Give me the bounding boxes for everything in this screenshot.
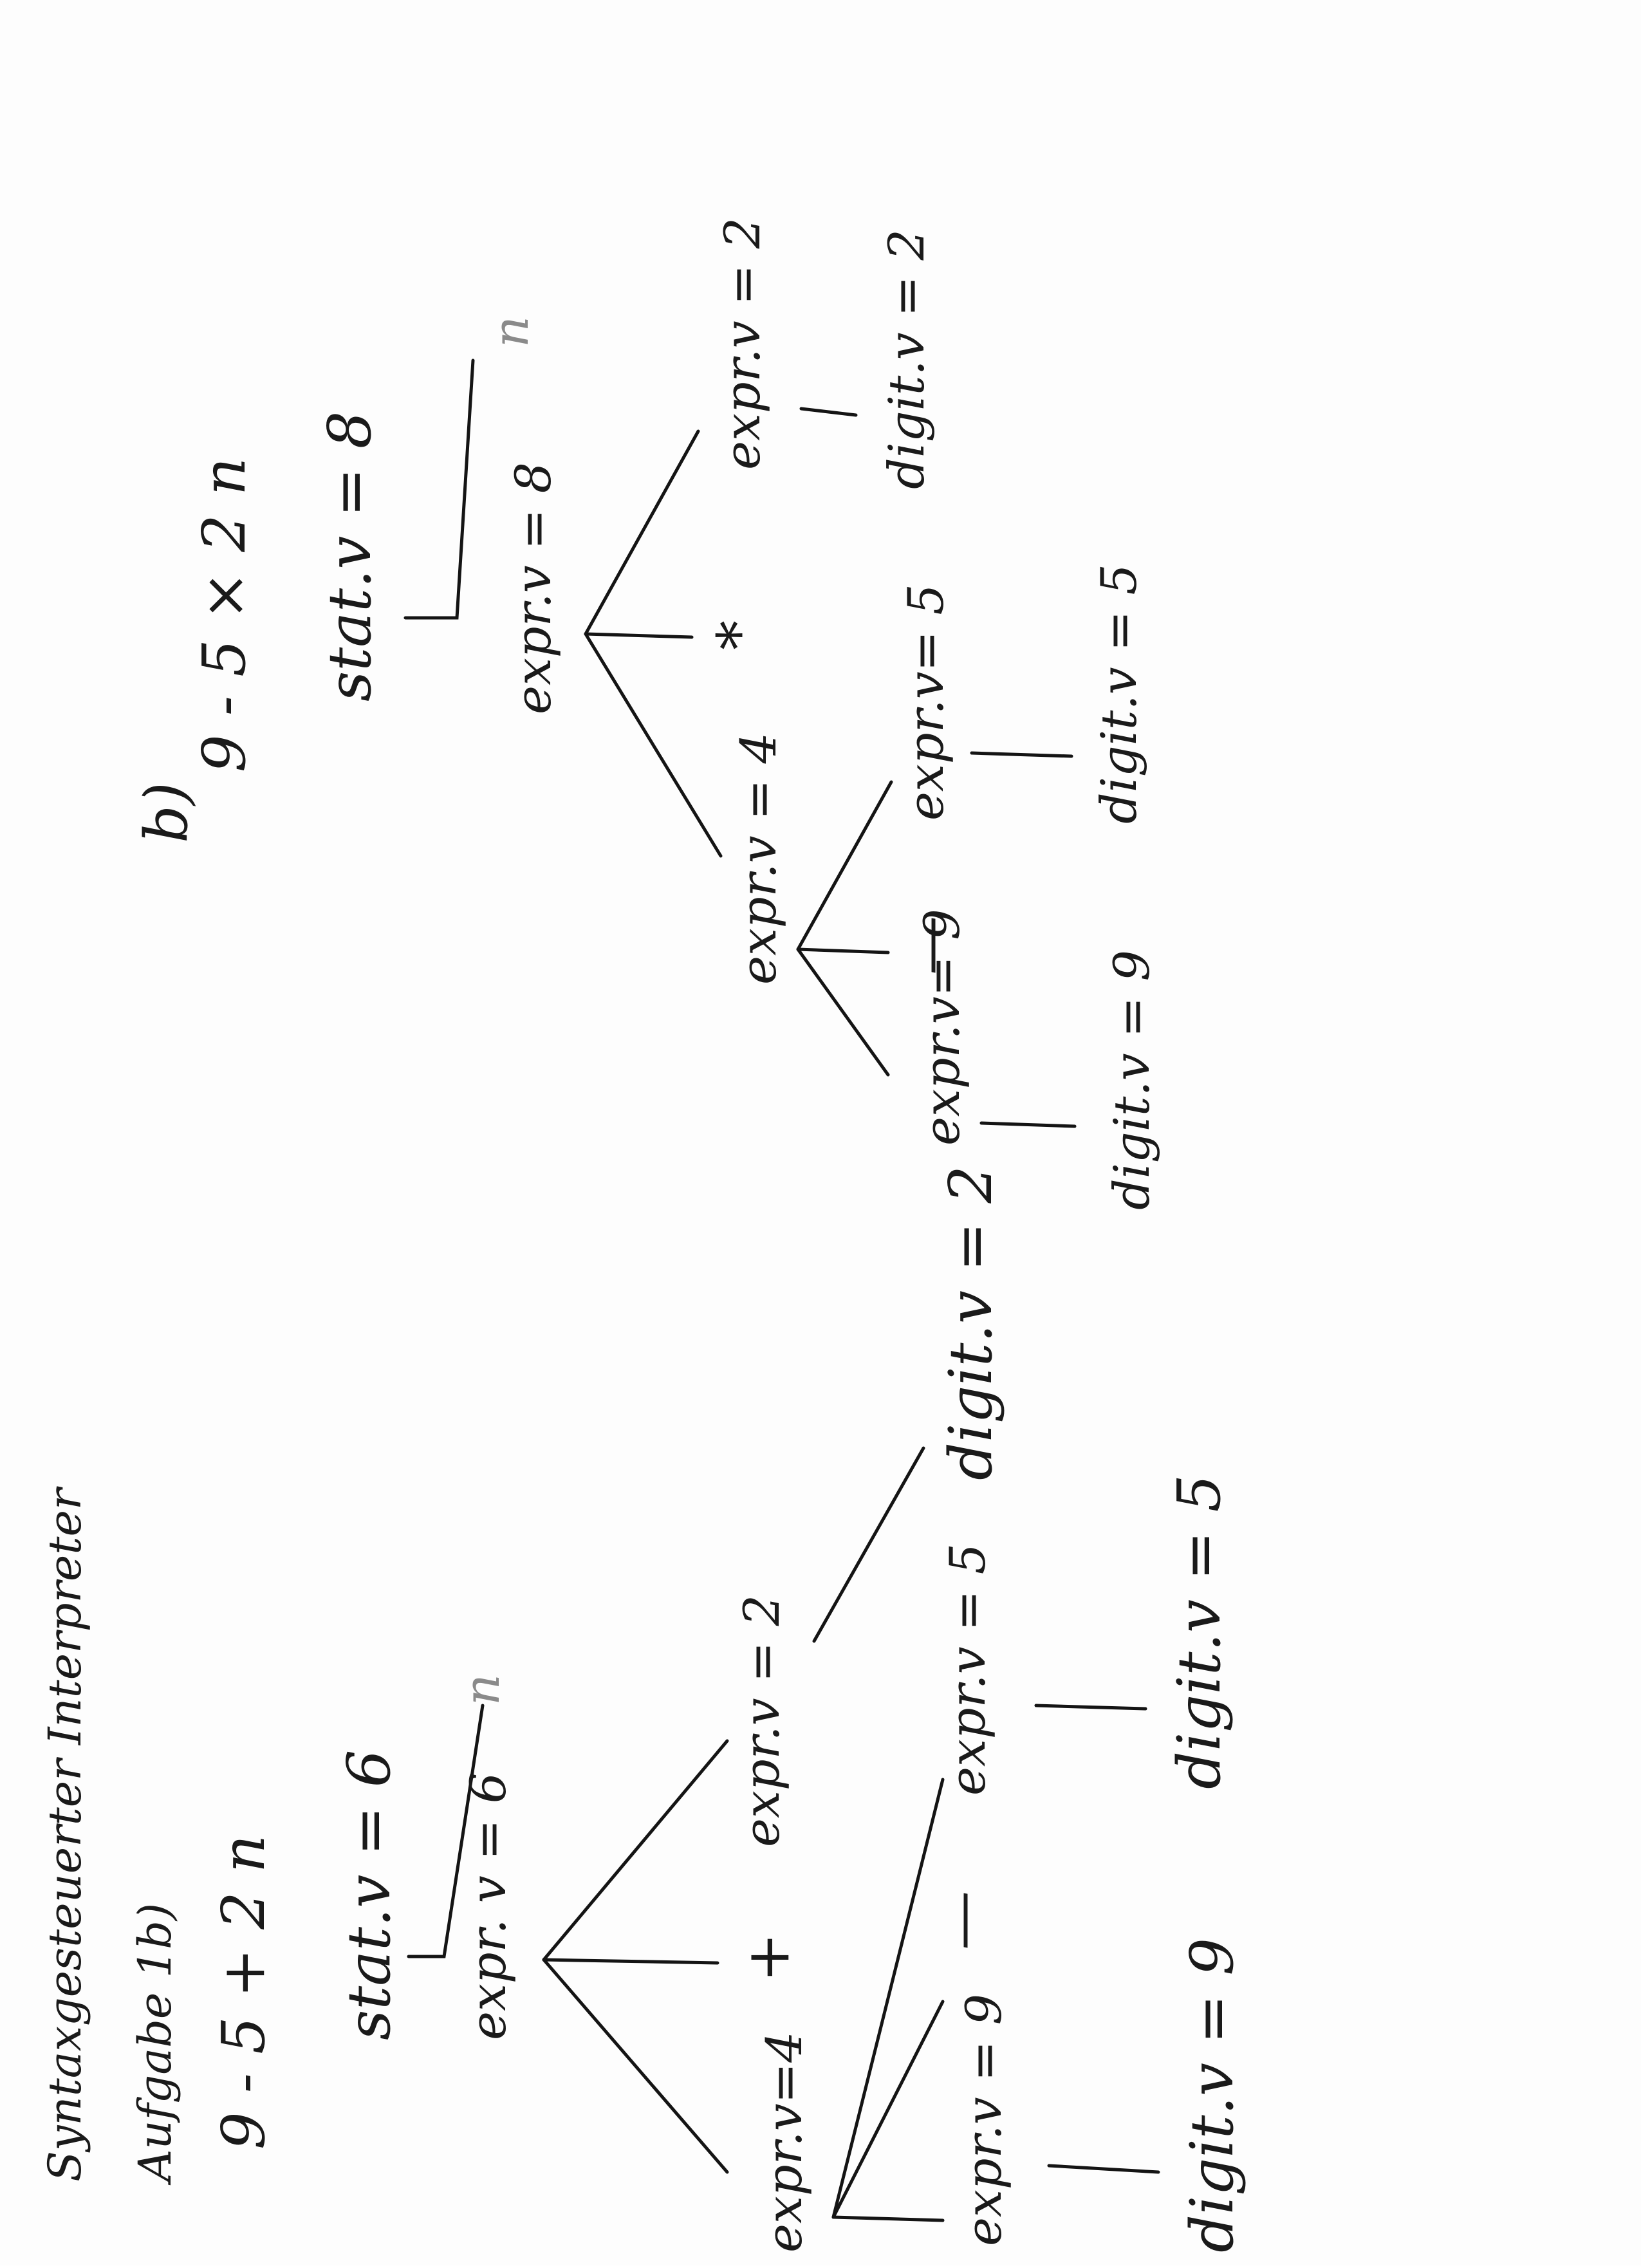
- tree-a-stat-value: 6: [335, 1750, 403, 1788]
- edge-root-plus: [542, 1958, 719, 1965]
- tree-b-digit-ll-name: digit.v =: [1103, 997, 1160, 1210]
- tree-a-digit-right-name: digit.v =: [936, 1222, 1005, 1480]
- tree-b-label: b): [132, 782, 201, 843]
- tree-a-plus: +: [734, 1933, 802, 1982]
- edge-b-right-digit: [799, 407, 858, 417]
- header-expression: 9 - 5 + 2 n: [209, 1835, 278, 2150]
- tree-a-stat-name: stat.v =: [335, 1806, 403, 2040]
- tree-a-minus: —: [927, 1891, 996, 1950]
- tree-a-expr-left-value: 4: [756, 2031, 813, 2063]
- tree-a: stat.v = 6 expr. v = 6 n expr.v=4 + expr…: [335, 1166, 1247, 2253]
- edge-right-digit: [812, 1446, 925, 1643]
- tree-b-expr-right: expr.v = 2: [714, 218, 771, 470]
- tree-b-digit-lr-name: digit.v =: [1090, 611, 1147, 824]
- tree-a-digit-right: digit.v = 2: [936, 1166, 1005, 1480]
- tree-a-digit-right-value: 2: [936, 1166, 1005, 1204]
- tree-b-expr-left-value: 4: [730, 732, 787, 764]
- tree-b-digit-lr-value: 5: [1090, 564, 1147, 595]
- tree-a-expr-root-value: 6: [459, 1772, 517, 1803]
- edge-b-root-left: [584, 632, 723, 858]
- tree-a-expr-lr-name: expr.v =: [939, 1590, 996, 1796]
- header-exercise: Aufgabe 1b): [129, 1903, 181, 2186]
- header-title: Syntaxgesteuerter Interpreter: [39, 1486, 91, 2182]
- tree-a-expr-right: expr.v = 2: [733, 1595, 790, 1847]
- tree-b-stat-name: stat.v =: [315, 467, 384, 702]
- tree-b: b) 9 - 5 × 2 n stat.v = 8 n expr.v = 8 *…: [132, 218, 1160, 1210]
- tree-a-digit-lr: digit.v = 5: [1165, 1474, 1234, 1789]
- tree-a-digit-lr-name: digit.v =: [1165, 1531, 1234, 1789]
- tree-b-expr-root-value: 8: [505, 462, 562, 493]
- tree-a-expr-lr-value: 5: [939, 1543, 996, 1574]
- tree-a-digit-ll-name: digit.v =: [1178, 1994, 1247, 2253]
- edge-left-ll: [831, 2215, 945, 2222]
- tree-a-expr-root: expr. v = 6: [459, 1772, 517, 2040]
- tree-b-end-marker: n: [482, 316, 539, 348]
- edge-b-stat-n: [403, 358, 475, 620]
- tree-b-expr-lr-name: expr.v=: [897, 631, 954, 821]
- edge-b-left-lr: [796, 780, 893, 951]
- tree-b-expr-lr-value: 5: [897, 584, 954, 615]
- edge-left-lr: [831, 1778, 945, 2219]
- tree-b-expr-ll: expr.v= 9: [913, 909, 970, 1146]
- edge-b-root-right: [584, 429, 700, 636]
- tree-a-expr-ll: expr.v = 9: [955, 1994, 1012, 2246]
- tree-b-expr-left-name: expr.v =: [730, 779, 787, 985]
- edge-left-minus: [831, 2000, 945, 2219]
- tree-a-digit-ll-value: 9: [1178, 1938, 1247, 1976]
- tree-b-expr-ll-value: 9: [913, 909, 970, 940]
- tree-b-stat-value: 8: [315, 411, 384, 449]
- tree-b-digit-ll-value: 9: [1103, 950, 1160, 981]
- tree-a-expr-ll-name: expr.v =: [955, 2041, 1012, 2246]
- tree-a-end-marker: n: [453, 1674, 510, 1706]
- edge-root-left: [542, 1958, 729, 2174]
- tree-a-expr-left: expr.v=4: [756, 2031, 813, 2253]
- edge-stat-n: [407, 1704, 485, 1958]
- tree-a-stat: stat.v = 6: [335, 1750, 403, 2040]
- tree-a-expr-ll-value: 9: [955, 1994, 1012, 2025]
- edge-ll-digit: [1047, 2164, 1160, 2174]
- tree-a-expr-right-value: 2: [733, 1595, 790, 1626]
- edge-lr-digit: [1034, 1704, 1147, 1711]
- tree-a-expr-right-name: expr.v =: [733, 1642, 790, 1847]
- edge-b-left-minus: [796, 947, 890, 954]
- tree-b-expr-right-value: 2: [714, 218, 771, 249]
- tree-b-expr-lr: expr.v= 5: [897, 584, 954, 821]
- tree-b-expr-ll-name: expr.v=: [913, 956, 970, 1146]
- tree-b-expression: 9 - 5 × 2 n: [190, 458, 259, 772]
- tree-a-expr-lr: expr.v = 5: [939, 1543, 996, 1796]
- tree-b-digit-right-name: digit.v =: [878, 276, 935, 489]
- tree-b-expr-right-name: expr.v =: [714, 265, 771, 470]
- tree-b-star: *: [705, 620, 774, 650]
- tree-b-digit-right-value: 2: [878, 229, 935, 261]
- edge-b-left-ll: [796, 947, 890, 1077]
- tree-b-digit-lr: digit.v = 5: [1090, 564, 1147, 824]
- tree-a-digit-ll: digit.v = 9: [1178, 1938, 1247, 2253]
- tree-b-stat: stat.v = 8: [315, 411, 384, 702]
- tree-b-expr-root-name: expr.v =: [505, 509, 562, 714]
- tree-b-minus: —: [895, 916, 963, 975]
- edge-b-lr-digit: [970, 751, 1073, 758]
- tree-b-digit-right: digit.v = 2: [878, 229, 935, 489]
- tree-a-digit-lr-value: 5: [1165, 1474, 1234, 1512]
- edge-b-ll-digit: [979, 1121, 1077, 1128]
- edge-b-root-star: [584, 632, 694, 639]
- tree-a-expr-left-name: expr.v=: [756, 2063, 813, 2253]
- edge-root-right: [542, 1739, 729, 1962]
- tree-a-expr-root-name: expr. v =: [459, 1819, 517, 2040]
- tree-b-expr-root: expr.v = 8: [505, 462, 562, 714]
- header: Syntaxgesteuerter Interpreter Aufgabe 1b…: [39, 1486, 278, 2186]
- tree-b-digit-ll: digit.v = 9: [1103, 950, 1160, 1210]
- tree-b-expr-left: expr.v = 4: [730, 732, 787, 985]
